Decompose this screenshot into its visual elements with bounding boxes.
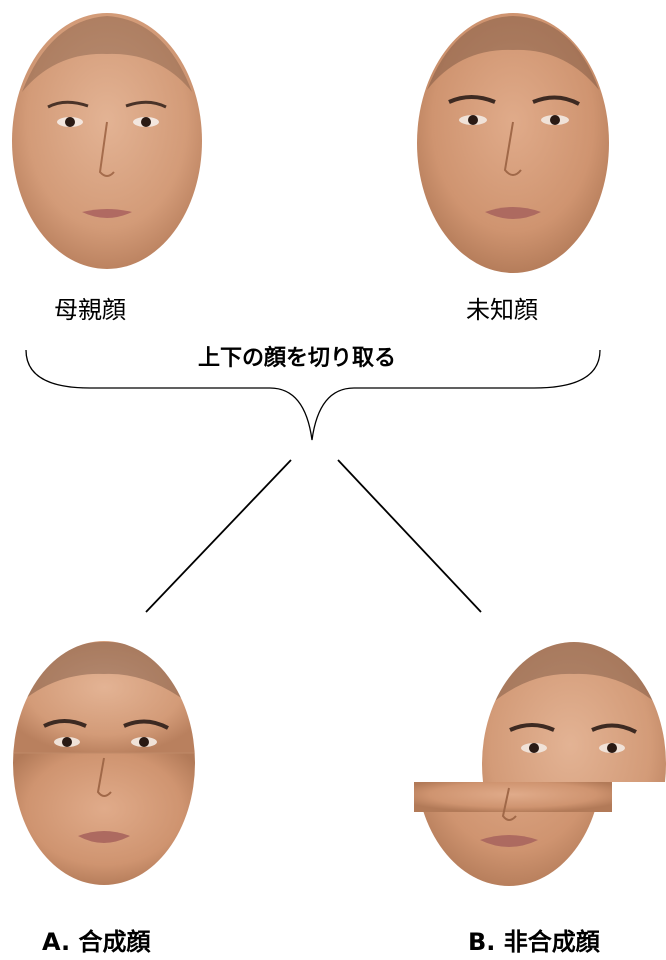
split-line-left xyxy=(145,459,292,613)
noncomposite-face-photo xyxy=(414,642,666,886)
curly-brace xyxy=(25,349,601,441)
composite-face-label: A. 合成顔 xyxy=(42,928,151,956)
mother-face-photo xyxy=(12,13,202,269)
noncomposite-face-label: B. 非合成顔 xyxy=(468,928,600,956)
split-line-right xyxy=(337,459,482,613)
composite-face-photo xyxy=(13,641,195,885)
unknown-face-label: 未知顔 xyxy=(466,296,538,324)
unknown-face-photo xyxy=(417,13,609,273)
cut-caption: 上下の顔を切り取る xyxy=(198,346,397,371)
mother-face-label: 母親顔 xyxy=(54,296,126,324)
